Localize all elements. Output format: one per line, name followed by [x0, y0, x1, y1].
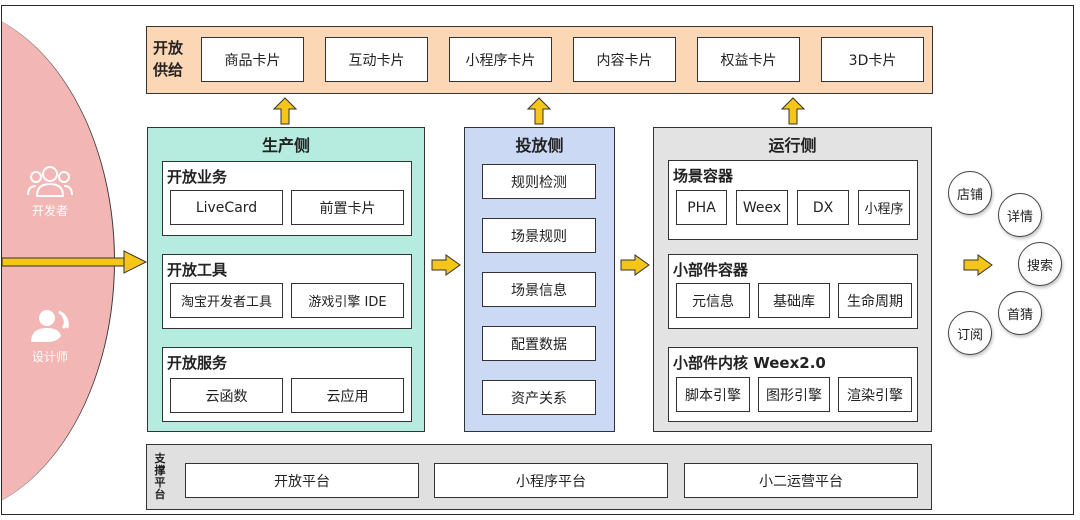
group-item: 生命周期 [838, 283, 912, 318]
delivery-item: 配置数据 [482, 326, 596, 361]
support-item: 小二运营平台 [684, 463, 918, 498]
scene-circle: 搜索 [1018, 242, 1062, 286]
group-item: 小程序 [858, 190, 910, 225]
supply-card: 小程序卡片 [449, 37, 552, 82]
support-title: 支撑平台 [154, 452, 166, 501]
group-item: Weex [736, 190, 788, 225]
runtime-group: 小部件内核 Weex2.0 脚本引擎 图形引擎 渲染引擎 [668, 347, 918, 422]
architecture-diagram: 开发者 设计师 开放供给 商品卡片 互动卡片 小程序卡片 内容卡片 权益卡片 3… [1, 5, 1074, 515]
support-bar: 支撑平台 开放平台 小程序平台 小二运营平台 [146, 444, 932, 510]
supply-card: 商品卡片 [201, 37, 304, 82]
up-arrow-icon [781, 97, 805, 125]
group-title: 场景容器 [673, 167, 734, 185]
supply-card: 3D卡片 [821, 37, 924, 82]
group-title: 小部件容器 [673, 261, 749, 279]
supply-title: 开放供给 [153, 39, 184, 79]
group-item: 前置卡片 [291, 190, 404, 225]
group-item: 云应用 [291, 378, 404, 413]
up-arrow-icon [273, 97, 297, 125]
group-item: 云函数 [170, 378, 283, 413]
production-group: 开放业务 LiveCard 前置卡片 [162, 161, 412, 236]
group-item: 游戏引擎 IDE [291, 283, 404, 318]
delivery-item: 资产关系 [482, 380, 596, 415]
runtime-group: 小部件容器 元信息 基础库 生命周期 [668, 254, 918, 329]
actor-designer: 设计师 [10, 306, 90, 365]
group-item: PHA [676, 190, 727, 225]
actor-label: 设计师 [31, 350, 68, 364]
supply-bar: 开放供给 商品卡片 互动卡片 小程序卡片 内容卡片 权益卡片 3D卡片 [146, 26, 933, 94]
runtime-title: 运行侧 [768, 136, 817, 155]
supply-card: 互动卡片 [325, 37, 428, 82]
group-item: LiveCard [170, 190, 283, 225]
right-arrow-icon [620, 254, 650, 276]
actor-developer: 开发者 [10, 164, 90, 219]
people-icon [27, 166, 73, 197]
delivery-panel: 投放侧 规则检测 场景规则 场景信息 配置数据 资产关系 [464, 127, 615, 432]
production-title: 生产侧 [261, 136, 310, 155]
group-title: 小部件内核 Weex2.0 [673, 354, 826, 372]
runtime-panel: 运行侧 场景容器 PHA Weex DX 小程序 小部件容器 元信息 基础库 生… [653, 127, 932, 432]
up-arrow-icon [527, 97, 551, 125]
input-arrow-icon [2, 250, 148, 274]
supply-card: 权益卡片 [697, 37, 800, 82]
support-item: 小程序平台 [434, 463, 668, 498]
production-panel: 生产侧 开放业务 LiveCard 前置卡片 开放工具 淘宝开发者工具 游戏引擎… [147, 127, 425, 432]
group-item: 基础库 [758, 283, 830, 318]
runtime-group: 场景容器 PHA Weex DX 小程序 [668, 160, 918, 240]
production-group: 开放服务 云函数 云应用 [162, 347, 412, 422]
production-group: 开放工具 淘宝开发者工具 游戏引擎 IDE [162, 254, 412, 329]
supply-card: 内容卡片 [573, 37, 676, 82]
delivery-title: 投放侧 [515, 136, 564, 155]
scene-circle: 首猜 [998, 291, 1042, 335]
actor-label: 开发者 [31, 204, 68, 218]
group-item: DX [797, 190, 849, 225]
group-title: 开放工具 [167, 261, 228, 279]
designer-icon [31, 310, 69, 342]
group-item: 淘宝开发者工具 [170, 283, 283, 318]
delivery-item: 规则检测 [482, 164, 596, 199]
group-item: 图形引擎 [758, 377, 830, 412]
group-item: 元信息 [676, 283, 750, 318]
group-title: 开放业务 [167, 168, 228, 186]
scene-circle: 订阅 [948, 311, 992, 355]
delivery-item: 场景信息 [482, 272, 596, 307]
right-arrow-icon [963, 254, 993, 276]
support-item: 开放平台 [185, 463, 419, 498]
scene-circle: 店铺 [948, 171, 992, 215]
scene-circle: 详情 [998, 193, 1042, 237]
right-arrow-icon [431, 254, 461, 276]
delivery-item: 场景规则 [482, 218, 596, 253]
group-title: 开放服务 [167, 354, 228, 372]
group-item: 渲染引擎 [838, 377, 912, 412]
group-item: 脚本引擎 [676, 377, 750, 412]
